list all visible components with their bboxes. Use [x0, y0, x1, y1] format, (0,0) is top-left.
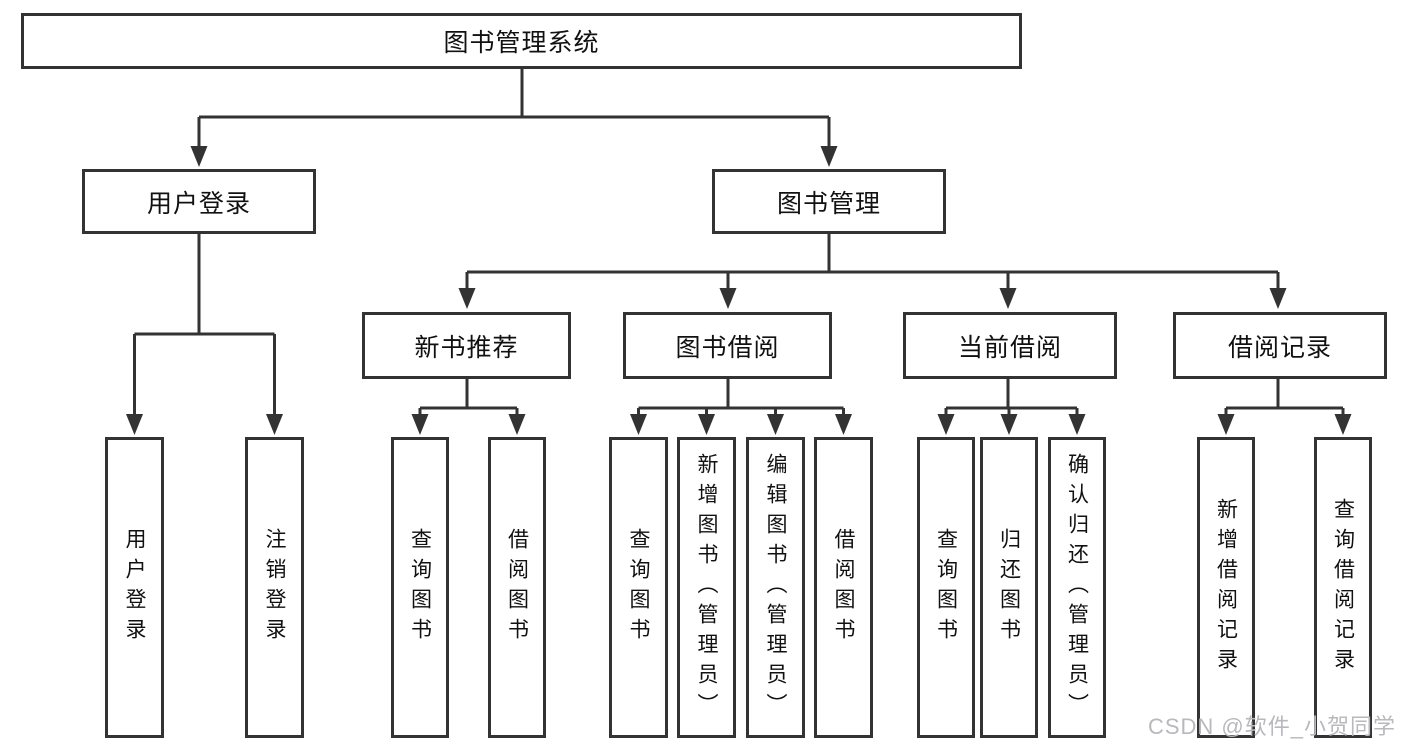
leaf-current-query-books: 查询图书 [917, 437, 975, 738]
node-current-borrow: 当前借阅 [903, 312, 1117, 379]
arrowhead-icon [630, 414, 647, 435]
arrowhead-icon [835, 414, 852, 435]
leaf-user-login: 用户登录 [105, 437, 164, 738]
node-root: 图书管理系统 [21, 13, 1022, 69]
node-root-label: 图书管理系统 [443, 29, 600, 57]
node-borrow-records-label: 借阅记录 [1227, 333, 1332, 362]
arrowhead-icon [698, 414, 715, 435]
node-new-book-recommend-label: 新书推荐 [414, 333, 519, 362]
arrowhead-icon [999, 288, 1017, 309]
node-book-management: 图书管理 [712, 169, 946, 234]
connector-userlogin-to-leaves [133, 234, 276, 420]
connector-root-to-level2 [197, 67, 831, 150]
node-current-borrow-label: 当前借阅 [957, 333, 1062, 362]
arrowhead-icon [937, 414, 955, 435]
arrowhead-icon [126, 414, 143, 435]
arrowhead-icon [190, 146, 208, 167]
connector-recommend-to-leaves [418, 379, 519, 420]
leaf-borrow-query-books-label: 查询图书 [627, 527, 650, 648]
node-borrow-records: 借阅记录 [1173, 312, 1387, 379]
node-user-login-label: 用户登录 [146, 189, 251, 218]
leaf-logout: 注销登录 [245, 437, 304, 738]
connector-bookmgmt-to-level3 [465, 234, 1280, 292]
arrowhead-icon [1269, 288, 1287, 309]
arrowhead-icon [266, 414, 283, 435]
leaf-return-books-label: 归还图书 [997, 527, 1021, 648]
watermark: CSDN @软件_小贺同学 [1147, 714, 1396, 739]
leaf-recommend-query-books-label: 查询图书 [408, 527, 432, 648]
leaf-borrow-borrow-books-label: 借阅图书 [832, 527, 855, 648]
leaf-query-borrow-record-label: 查询借阅记录 [1331, 497, 1355, 678]
leaf-user-login-label: 用户登录 [123, 527, 146, 648]
arrowhead-icon [1068, 414, 1086, 435]
node-new-book-recommend: 新书推荐 [362, 312, 571, 379]
arrowhead-icon [1000, 414, 1018, 435]
arrowhead-icon [820, 146, 838, 167]
leaf-add-books-admin: 新增图书（管理员） [677, 437, 736, 738]
leaf-add-borrow-record-label: 新增借阅记录 [1214, 497, 1238, 678]
connector-records-to-leaves [1224, 379, 1345, 420]
arrowheads [126, 146, 1352, 435]
leaf-edit-books-admin-label: 编辑图书（管理员） [764, 452, 787, 723]
leaf-edit-books-admin: 编辑图书（管理员） [746, 437, 805, 738]
leaf-add-books-admin-label: 新增图书（管理员） [695, 452, 718, 723]
leaf-current-query-books-label: 查询图书 [934, 527, 958, 648]
arrowhead-icon [767, 414, 784, 435]
node-book-borrow-label: 图书借阅 [675, 333, 780, 362]
arrowhead-icon [411, 414, 429, 435]
connector-current-to-leaves [944, 379, 1079, 420]
leaf-recommend-borrow-books-label: 借阅图书 [505, 527, 529, 648]
arrowhead-icon [1217, 414, 1235, 435]
node-book-borrow: 图书借阅 [623, 312, 832, 379]
leaf-borrow-query-books: 查询图书 [609, 437, 668, 738]
leaf-add-borrow-record: 新增借阅记录 [1197, 437, 1255, 738]
leaf-query-borrow-record: 查询借阅记录 [1314, 437, 1372, 738]
leaf-borrow-borrow-books: 借阅图书 [814, 437, 873, 738]
arrowhead-icon [719, 288, 737, 309]
leaf-logout-label: 注销登录 [263, 527, 286, 648]
leaf-return-books: 归还图书 [980, 437, 1038, 738]
leaf-recommend-query-books: 查询图书 [391, 437, 449, 738]
node-user-login: 用户登录 [82, 169, 316, 234]
leaf-recommend-borrow-books: 借阅图书 [488, 437, 546, 738]
arrowhead-icon [1334, 414, 1352, 435]
arrowhead-icon [458, 288, 476, 309]
leaf-confirm-return-admin-label: 确认归还（管理员） [1065, 452, 1089, 723]
node-book-management-label: 图书管理 [776, 189, 881, 218]
arrowhead-icon [508, 414, 526, 435]
leaf-confirm-return-admin: 确认归还（管理员） [1048, 437, 1106, 738]
connector-borrow-to-leaves [637, 379, 845, 420]
